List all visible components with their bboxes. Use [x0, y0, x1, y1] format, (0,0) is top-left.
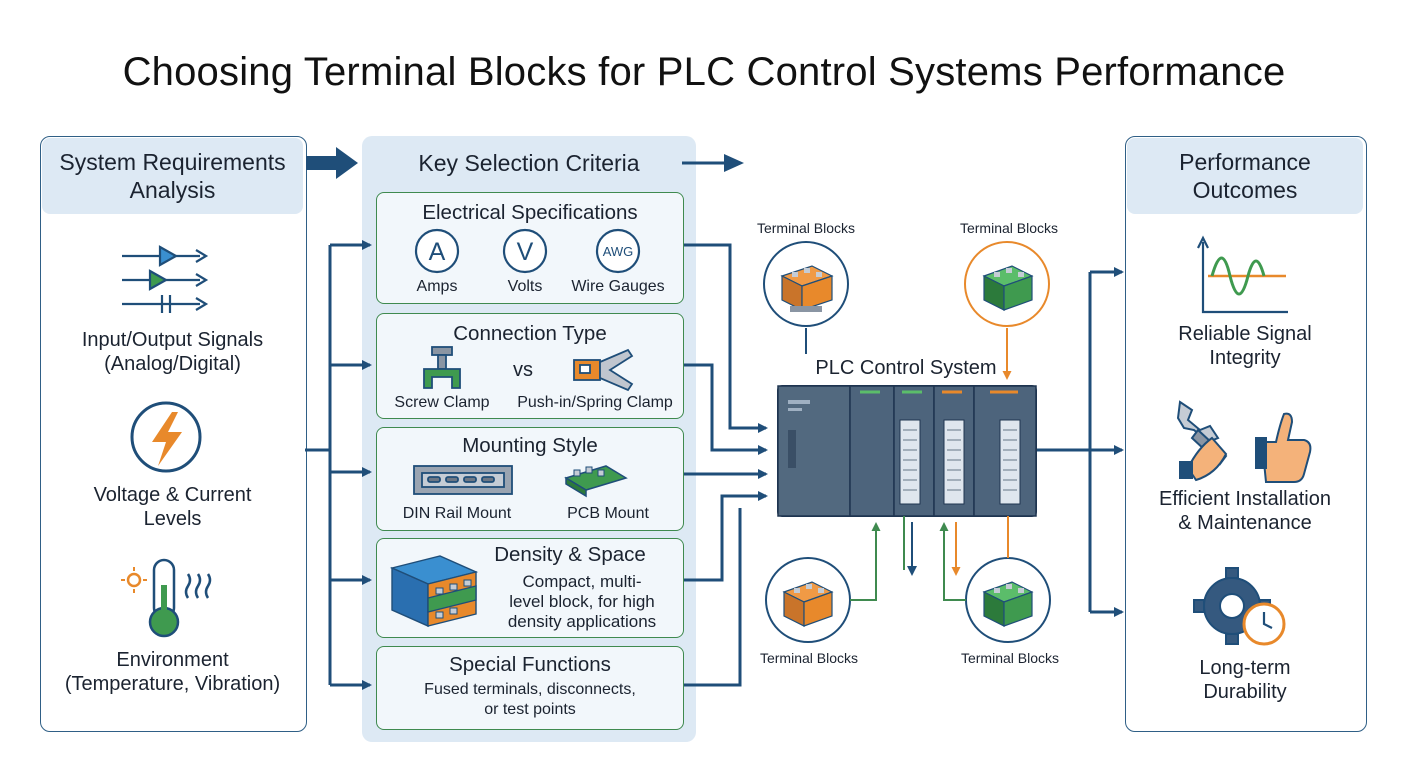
criteria-to-plc: [684, 243, 768, 687]
outcome-installation-label: Efficient Installation & Maintenance: [1159, 488, 1331, 534]
versus-text: vs: [513, 359, 533, 381]
connection-type-box: Connection Type: [376, 313, 684, 419]
outcome-signal-label: Reliable Signal Integrity: [1178, 323, 1312, 369]
outcomes-heading: Performance Outcomes: [1127, 138, 1363, 214]
terminal-blocks-label-bottom-left: Terminal Blocks: [759, 650, 859, 666]
special-description: Fused terminals, disconnects, or test po…: [424, 681, 636, 718]
signal-arrows-icon: [122, 245, 209, 313]
amps-symbol: A: [429, 238, 446, 266]
gear-clock-icon: [1193, 567, 1286, 646]
terminal-block-top-right: [964, 241, 1050, 327]
volts-symbol: V: [517, 238, 534, 266]
criteria-heading: Key Selection Criteria: [418, 150, 640, 176]
mounting-title: Mounting Style: [462, 434, 598, 457]
outcome-durability-label: Long-term Durability: [1199, 657, 1291, 703]
screw-clamp-icon: [423, 346, 461, 389]
electrical-title: Electrical Specifications: [422, 201, 638, 224]
header-arrow-2: [682, 154, 744, 172]
plc-label: PLC Control System: [815, 357, 996, 379]
lightning-bolt-icon: [130, 401, 202, 473]
terminal-block-top-left: [763, 241, 849, 327]
requirement-voltage-label: Voltage & Current Levels: [93, 484, 252, 530]
plc-unit: [777, 385, 1037, 517]
special-title: Special Functions: [449, 653, 611, 676]
density-description: Compact, multi- level block, for high de…: [507, 572, 657, 631]
requirements-heading: System Requirements Analysis: [42, 138, 303, 214]
wrench-thumbs-up-icon: [1176, 400, 1312, 483]
volts-label: Volts: [507, 278, 543, 295]
din-rail-label: DIN Rail Mount: [402, 505, 512, 522]
header-arrow-1: [306, 147, 358, 179]
terminal-block-bottom-right: [965, 557, 1051, 643]
density-title: Density & Space: [494, 543, 646, 566]
signal-wave-icon: [1197, 235, 1288, 314]
amps-icon: [414, 228, 460, 274]
wire-gauges-label: Wire Gauges: [571, 278, 665, 295]
connection-title: Connection Type: [453, 322, 607, 345]
requirements-fanout: [305, 240, 372, 690]
din-rail-icon: [413, 465, 513, 495]
thermometer-icon: [121, 558, 212, 638]
terminal-block-bottom-left: [765, 557, 851, 643]
spring-clamp-icon: [573, 348, 634, 392]
requirement-environment-label: Environment (Temperature, Vibration): [64, 649, 281, 695]
plc-to-outcomes: [1036, 267, 1124, 617]
amps-label: Amps: [416, 278, 458, 295]
page-title: Choosing Terminal Blocks for PLC Control…: [122, 50, 1286, 94]
awg-symbol: AWG: [603, 244, 634, 259]
volts-icon: [502, 228, 548, 274]
terminal-blocks-label-top-right: Terminal Blocks: [959, 220, 1059, 236]
special-functions-box: Special Functions: [376, 646, 684, 730]
pcb-mount-label: PCB Mount: [567, 505, 649, 522]
multi-level-block-icon: [389, 555, 479, 628]
spring-clamp-label: Push-in/Spring Clamp: [517, 394, 673, 411]
screw-clamp-label: Screw Clamp: [394, 394, 490, 411]
pcb-icon: [564, 465, 628, 498]
requirement-signals-label: Input/Output Signals (Analog/Digital): [81, 329, 264, 375]
awg-icon: [595, 228, 641, 274]
terminal-blocks-label-top-left: Terminal Blocks: [756, 220, 856, 236]
terminal-blocks-label-bottom-right: Terminal Blocks: [960, 650, 1060, 666]
